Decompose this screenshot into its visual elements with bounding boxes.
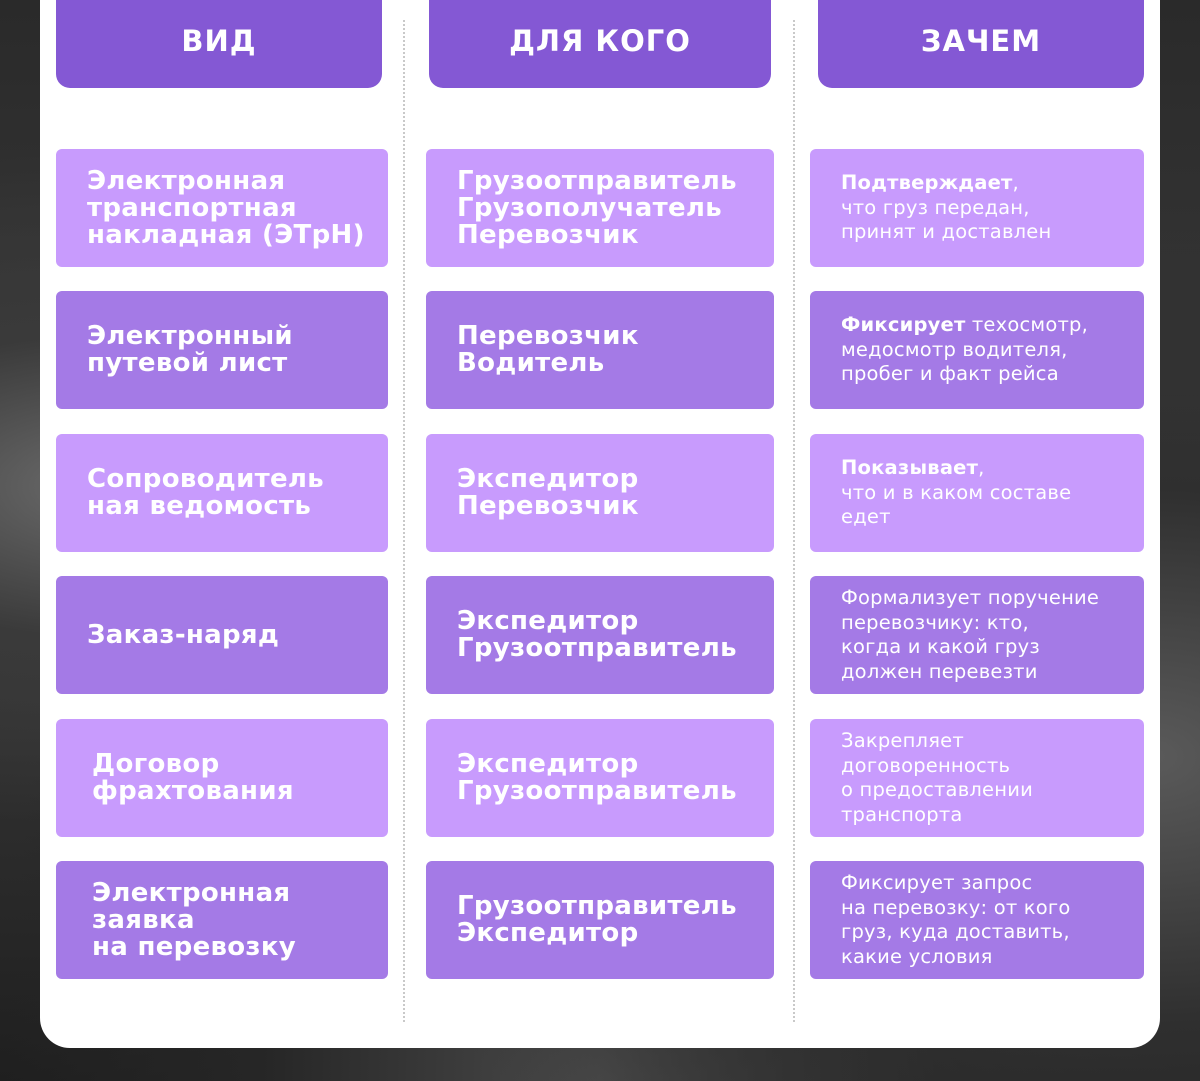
purpose-keyword: Подтверждает [841,171,1013,195]
purpose-text: когда и какой груз [841,635,1040,658]
type-text: путевой лист [87,348,288,378]
audience-text: Экспедитор [457,606,639,636]
purpose-text: Фиксирует техосмотр, [841,313,1136,338]
audience-text: Экспедитор [457,464,639,494]
purpose-text: медосмотр водителя, [841,337,1068,361]
type-text: ная ведомость [87,491,312,521]
type-text: Заказ-наряд [87,619,280,650]
purpose-keyword: Фиксирует [841,313,966,337]
purpose-first-line: Фиксирует запрос [841,871,1033,894]
audience-text: Экспедитор [457,918,639,948]
purpose-first-line: Закрепляет [841,729,964,752]
purpose-text: транспорта [841,802,963,826]
purpose-text: что груз передан, [841,195,1030,219]
purpose-text: о предоставлении [841,778,1033,801]
header-type: ВИД [56,0,382,88]
type-text: накладная (ЭТрН) [87,219,365,250]
purpose-cell: Фиксирует техосмотр,медосмотр водителя,п… [810,291,1144,409]
type-text: Сопроводитель [87,464,324,494]
type-text: Электронный [87,321,293,351]
purpose-keyword: Показывает [841,456,979,480]
purpose-text: перевозчику: кто, [841,610,1029,634]
column-divider [793,20,795,1022]
purpose-text: на перевозку: от кого [841,895,1071,919]
audience-text: Перевозчик [457,491,639,521]
audience-text: Водитель [457,348,605,378]
audience-text: Грузополучатель [457,192,722,223]
header-purpose: ЗАЧЕМ [818,0,1144,88]
purpose-text: какие условия [841,944,993,968]
type-text: Электронная [87,165,286,196]
audience-text: Грузоотправитель [457,165,737,196]
type-text: на перевозку [92,931,297,962]
column-divider [403,20,405,1022]
purpose-text: принят и доставлен [841,220,1052,244]
purpose-first-line: Формализует поручение [841,586,1100,609]
purpose-text: пробег и факт рейса [841,362,1059,386]
purpose-text: груз, куда доставить, [841,920,1070,943]
purpose-text: Подтверждает, [841,171,1136,196]
type-text: Договор [92,749,220,779]
purpose-text: Фиксирует запрос [841,871,1136,896]
purpose-text: едет [841,505,891,529]
purpose-first-line: техосмотр, [965,313,1088,337]
audience-text: Экспедитор [457,749,639,779]
audience-text: Перевозчик [457,219,639,250]
type-text: фрахтования [92,776,294,806]
type-text: транспортная [87,192,297,223]
audience-text: Грузоотправитель [457,776,737,806]
type-text: Электронная [92,877,291,908]
purpose-text: Показывает, [841,456,1136,481]
type-cell: Заказ-наряд [56,576,388,694]
purpose-text: договоренность [841,753,1011,777]
purpose-text: что и в каком составе [841,480,1072,504]
audience-text: Грузоотправитель [457,891,737,921]
header-audience: ДЛЯ КОГО [429,0,771,88]
purpose-first-line: , [1012,171,1019,195]
purpose-first-line: , [978,456,985,480]
purpose-text: Формализует поручение [841,586,1136,611]
audience-text: Грузоотправитель [457,633,737,663]
purpose-text: должен перевезти [841,659,1038,683]
type-text: заявка [92,904,195,935]
audience-text: Перевозчик [457,321,639,351]
purpose-text: Закрепляет [841,729,1136,754]
purpose-cell: Подтверждает,что груз передан,принят и д… [810,149,1144,267]
